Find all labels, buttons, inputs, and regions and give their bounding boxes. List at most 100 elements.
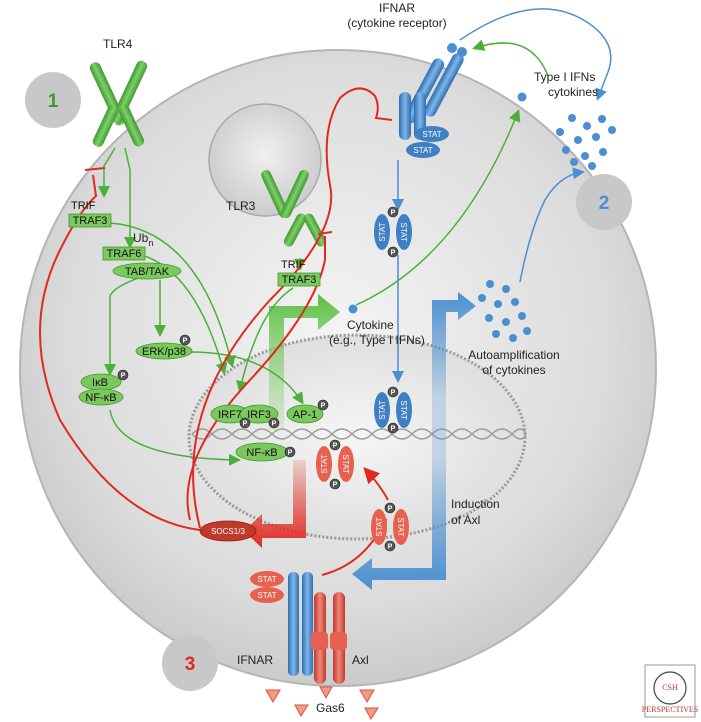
irf3-ellipse: [239, 404, 279, 424]
svg-text:P: P: [333, 482, 338, 489]
of-axl-label: of Axl: [451, 513, 480, 527]
stat-red-nuc-a: [316, 446, 332, 482]
phosphate-markers: [117, 206, 399, 552]
svg-text:P: P: [391, 210, 396, 217]
stat-red-cyto-b: [393, 509, 409, 545]
svg-text:P: P: [272, 421, 277, 428]
stat-text: STAT: [399, 400, 408, 419]
svg-text:P: P: [391, 250, 396, 257]
tlr4-label: TLR4: [103, 37, 133, 51]
axl-receptor: [311, 592, 347, 684]
ap1-ellipse: [286, 404, 324, 424]
stat-text: STAT: [396, 517, 405, 536]
erk-ellipse: [135, 342, 193, 360]
cytokine-label: Cytokine: [347, 318, 394, 332]
autoamplification-label: Autoamplification: [468, 348, 559, 362]
badge-3-number: 3: [185, 654, 196, 675]
badge-2-number: 2: [599, 193, 610, 214]
stat-text: STAT: [378, 222, 387, 241]
socs-label: SOCS1/3: [211, 527, 245, 536]
stat-text: STAT: [378, 400, 387, 419]
svg-text:P: P: [321, 403, 326, 410]
irf7-label: IRF7: [218, 409, 242, 421]
svg-text:P: P: [388, 544, 393, 551]
svg-text:P: P: [388, 506, 393, 513]
traf3-right-box: [277, 272, 321, 287]
gas6-ligands: [265, 686, 379, 720]
stat-text: STAT: [257, 575, 276, 584]
nfkb-cyto-label: NF-κB: [85, 392, 116, 404]
badge-1: [25, 72, 81, 128]
logo-perspectives-text: PERSPECTIVES: [642, 705, 698, 714]
logo-csh-text: CSH: [662, 683, 678, 692]
blue-arrows: [392, 8, 612, 383]
badge-2: [576, 174, 632, 230]
stat-red-nuc-b: [338, 446, 354, 482]
type1-ifn-label: Type I IFNs: [534, 70, 595, 84]
phosphate-labels: P P P P P P P P P P P P P P: [121, 210, 396, 551]
ifnar-top-sublabel: (cytokine receptor): [347, 16, 446, 30]
nfkb-cyto-ellipse: [78, 388, 124, 406]
traf3-right-label: TRAF3: [282, 274, 317, 286]
tlr3-label: TLR3: [226, 199, 256, 213]
stat-blue-top-1: [415, 126, 449, 142]
ifnar-bottom-label: IFNAR: [237, 653, 273, 667]
nfkb-nuc-label: NF-κB: [246, 447, 277, 459]
traf6-label: TRAF6: [107, 248, 142, 260]
green-arrows: [98, 39, 549, 466]
badge-1-number: 1: [48, 91, 59, 112]
tab-tak-ellipse: [112, 262, 182, 280]
socs-induction-arrow: [244, 460, 306, 548]
stat-text: STAT: [320, 454, 329, 473]
stat-text: STAT: [422, 130, 441, 139]
svg-text:P: P: [243, 421, 248, 428]
stat-text: STAT: [413, 146, 432, 155]
erk-label: ERK/p38: [142, 346, 186, 358]
stat-text: STAT: [399, 222, 408, 241]
tlr3-receptor: [261, 169, 327, 247]
induction-label: Induction: [451, 497, 500, 511]
stat-red-bottom-2: [250, 587, 284, 603]
of-cytokines-label: of cytokines: [482, 363, 545, 377]
svg-text:P: P: [183, 338, 188, 345]
csh-perspectives-logo: [644, 664, 696, 718]
stat-text: STAT: [257, 591, 276, 600]
traf6-box: [102, 246, 146, 261]
cytokine-cluster-top: [517, 92, 616, 170]
ikb-label: IκB: [92, 377, 108, 389]
svg-text:P: P: [121, 373, 126, 380]
stat-blue-top-2: [406, 142, 440, 158]
svg-text:P: P: [288, 450, 293, 457]
stat-blue-dimer-2b: [396, 392, 412, 428]
tab-tak-label: TAB/TAK: [125, 266, 170, 278]
stat-text: STAT: [375, 517, 384, 536]
svg-text:P: P: [391, 390, 396, 397]
badge-3: [162, 635, 218, 691]
socs-ellipse: [199, 520, 257, 542]
irf3-label: IRF3: [247, 409, 271, 421]
cytokine-example-label: (e.g., Type I IFNs): [329, 333, 425, 347]
ifnar-bottom-receptor: [288, 572, 313, 676]
stat-red-cyto-a: [371, 509, 387, 545]
stat-blue-dimer-1b: [396, 214, 412, 250]
stat-red-bottom-1: [250, 571, 284, 587]
svg-text:P: P: [333, 443, 338, 450]
axl-label: Axl: [352, 653, 369, 667]
stat-blue-dimer-2a: [374, 392, 390, 428]
cytokine-cluster-mid: [478, 280, 531, 342]
traf3-left-box: [68, 213, 112, 228]
trif-right-label: TRIF: [281, 259, 306, 271]
tlr4-receptor: [89, 60, 148, 147]
svg-text:P: P: [391, 426, 396, 433]
ubn-label: Ubn: [133, 231, 153, 248]
cytokine-dot: [348, 304, 358, 314]
axl-induction-arrow: [352, 292, 476, 590]
stat-blue-dimer-1a: [374, 214, 390, 250]
trif-left-label: TRIF: [71, 200, 96, 212]
stat-text: STAT: [341, 454, 350, 473]
type1-cytokines-label: cytokines: [548, 85, 598, 99]
ap1-label: AP-1: [293, 409, 317, 421]
ifnar-top-label: IFNAR: [379, 1, 415, 15]
traf3-left-label: TRAF3: [73, 215, 108, 227]
